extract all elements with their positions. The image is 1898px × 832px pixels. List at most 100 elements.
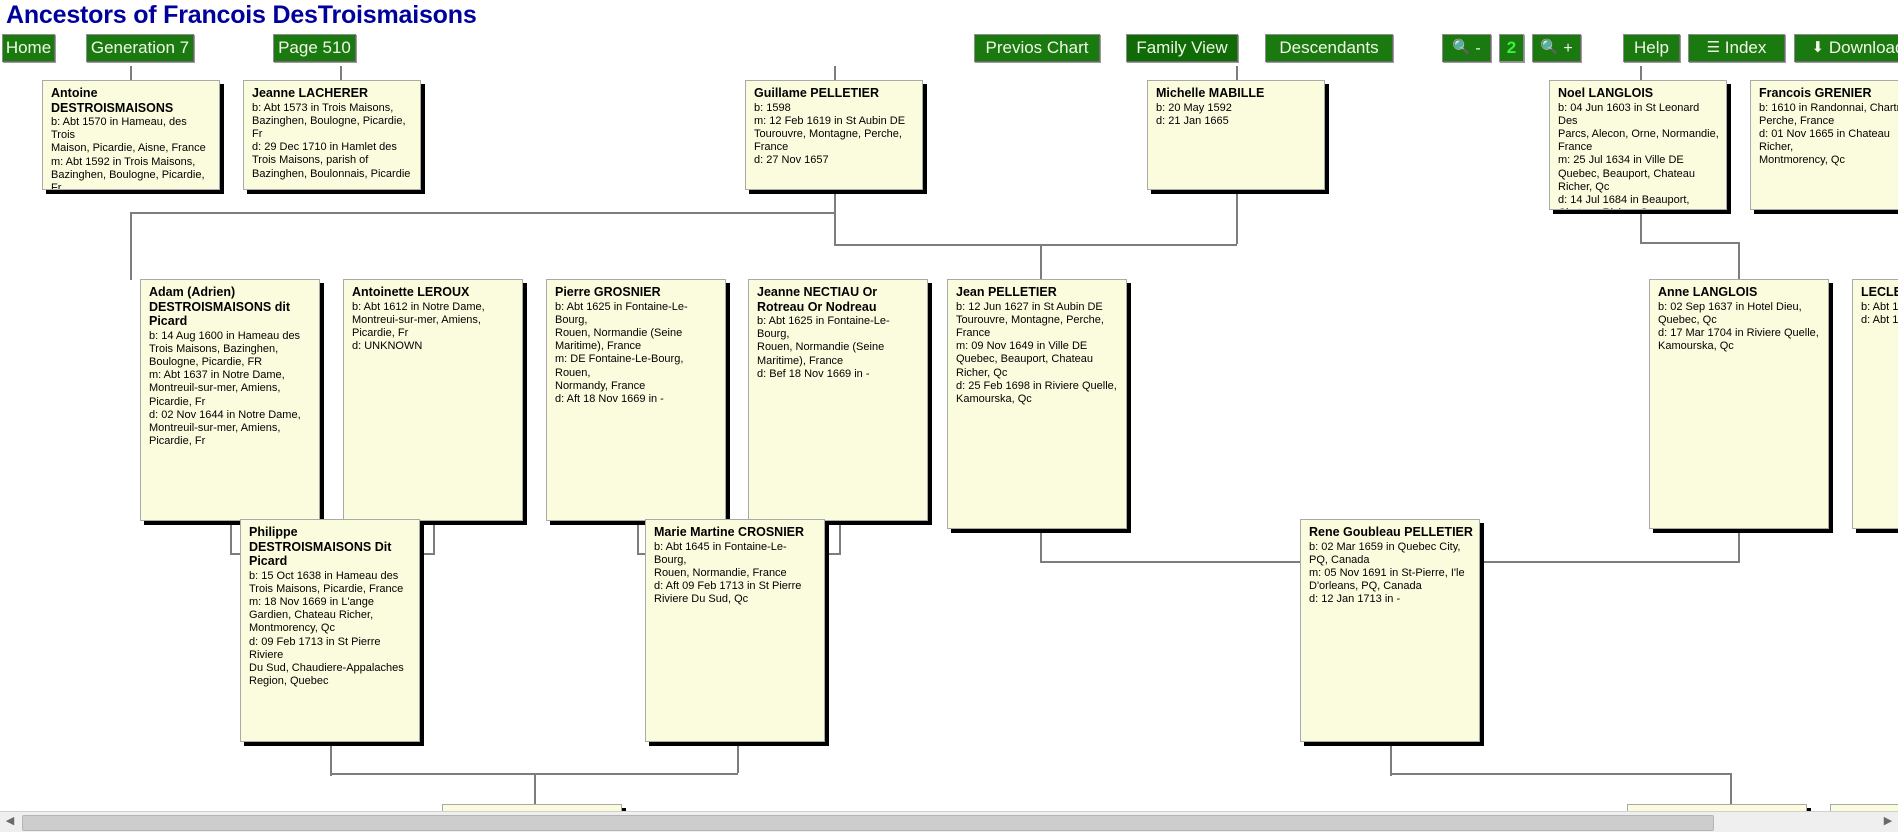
person-detail: b: Abt 1573 in Trois Maisons, <box>252 101 394 114</box>
person-detail: d: Abt 165 <box>1861 313 1898 326</box>
person-detail: Rouen, Normandie, France <box>654 566 787 579</box>
connector-line <box>1640 242 1740 244</box>
person-detail: b: Abt 1625 in Fontaine-Le-Bourg, <box>757 315 890 341</box>
connector-line <box>1236 66 1238 82</box>
person-detail: Perche, France <box>1759 114 1835 127</box>
scroll-right-arrow[interactable]: ▶ <box>1883 815 1893 827</box>
person-detail: m: 12 Feb 1619 in St Aubin DE <box>754 114 906 127</box>
person-detail: b: 02 Sep 1637 in Hotel Dieu, <box>1658 300 1802 313</box>
help-button[interactable]: Help <box>1623 34 1680 62</box>
connector-line <box>1390 742 1392 776</box>
person-detail: Bazinghen, Boulonnais, Picardie <box>252 167 411 180</box>
person-box[interactable]: Francois GRENIER b: 1610 in Randonnai, C… <box>1750 80 1898 210</box>
connector-line <box>330 742 332 776</box>
connector-line <box>130 212 835 214</box>
person-box[interactable]: Antoine DESTROISMAISONS b: Abt 1570 in H… <box>42 80 220 190</box>
page-number-button[interactable]: Page 510 <box>273 34 356 62</box>
person-detail: Rouen, Normandie (Seine <box>757 341 885 354</box>
scroll-left-arrow[interactable]: ◀ <box>5 815 15 827</box>
person-detail: m: Abt 1592 in Trois Maisons, <box>51 155 196 168</box>
person-box[interactable]: Jeanne LACHERER b: Abt 1573 in Trois Mai… <box>243 80 421 190</box>
connector-line <box>834 212 836 244</box>
person-box[interactable]: Pierre GROSNIER b: Abt 1625 in Fontaine-… <box>546 279 726 521</box>
person-name: Jeanne LACHERER <box>252 86 368 100</box>
generation-button[interactable]: Generation 7 <box>86 34 194 62</box>
person-detail: b: Abt 163 <box>1861 300 1898 313</box>
person-name: Marie Martine CROSNIER <box>654 525 805 539</box>
person-detail: Trois Maisons, parish of <box>252 154 369 167</box>
person-name: Adam (Adrien) DESTROISMAISONS dit Picard <box>149 285 290 328</box>
person-detail: d: Bef 18 Nov 1669 in - <box>757 367 870 380</box>
person-box[interactable]: Jean PELLETIER b: 12 Jun 1627 in St Aubi… <box>947 279 1127 529</box>
connector-line <box>433 521 435 553</box>
zoom-out-button[interactable]: 🔍 - <box>1442 34 1491 62</box>
person-detail: d: 25 Feb 1698 in Riviere Quelle, <box>956 379 1117 392</box>
person-detail: Chateau Richer, Qc <box>1558 207 1720 209</box>
person-detail: Du Sud, Chaudiere-Appalaches <box>249 661 404 674</box>
person-detail: France <box>1558 141 1593 154</box>
person-box[interactable]: Antoinette LEROUX b: Abt 1612 in Notre D… <box>343 279 523 521</box>
zoom-level-value: 2 <box>1499 34 1524 62</box>
person-detail: b: 20 May 1592 <box>1156 101 1232 114</box>
index-button-label: Index <box>1724 38 1767 57</box>
person-detail: b: Abt 1612 in Notre Dame, <box>352 300 485 313</box>
scrollbar-thumb[interactable] <box>22 815 1714 831</box>
person-detail: b: 15 Oct 1638 in Hameau des <box>249 569 399 582</box>
page-title: Ancestors of Francois DesTroismaisons <box>6 1 477 29</box>
person-detail: d: 01 Nov 1665 in Chateau Richer, <box>1759 127 1890 154</box>
descendants-button[interactable]: Descendants <box>1265 34 1393 62</box>
connector-line <box>1640 212 1642 244</box>
family-tree-canvas[interactable]: Antoine DESTROISMAISONS b: Abt 1570 in H… <box>0 66 1898 812</box>
person-detail: d: Aft 09 Feb 1713 in St Pierre <box>654 580 802 593</box>
person-box[interactable]: Noel LANGLOIS b: 04 Jun 1603 in St Leona… <box>1549 80 1727 210</box>
person-detail: Gardien, Chateau Richer, <box>249 609 374 622</box>
person-box[interactable]: Rene Goubleau PELLETIER b: 02 Mar 1659 i… <box>1300 519 1480 742</box>
connector-line <box>834 244 1237 246</box>
person-detail: b: 1598 <box>754 101 791 114</box>
person-box[interactable]: Jeanne NECTIAU Or Rotreau Or Nodreau b: … <box>748 279 928 521</box>
person-box[interactable]: Guillame PELLETIER b: 1598 m: 12 Feb 161… <box>745 80 923 190</box>
person-name: Jean PELLETIER <box>956 285 1057 299</box>
person-detail: Bazinghen, Boulogne, Picardie, Fr <box>51 168 205 190</box>
person-detail: d: Aft 18 Nov 1669 in - <box>555 392 664 405</box>
person-detail: m: 18 Nov 1669 in L'ange <box>249 595 375 608</box>
person-detail: Boulogne, Picardie, FR <box>149 355 263 368</box>
connector-line <box>340 66 342 80</box>
person-name: Noel LANGLOIS <box>1558 86 1654 100</box>
person-detail: Riviere Du Sud, Qc <box>654 593 749 606</box>
person-name: Guillame PELLETIER <box>754 86 880 100</box>
zoom-in-button[interactable]: 🔍 + <box>1532 34 1581 62</box>
person-detail: Kamourska, Qc <box>1658 340 1734 353</box>
person-box[interactable]: Anne LANGLOIS b: 02 Sep 1637 in Hotel Di… <box>1649 279 1829 529</box>
connector-line <box>737 742 739 773</box>
home-button[interactable]: Home <box>2 34 55 62</box>
person-box[interactable]: Marie Martine CROSNIER b: Abt 1645 in Fo… <box>645 519 825 742</box>
person-detail: Trois Maisons, Picardie, France <box>249 582 404 595</box>
person-detail: d: 02 Nov 1644 in Notre Dame, <box>149 408 301 421</box>
download-button[interactable]: ⬇ Download <box>1794 34 1898 62</box>
person-detail: Region, Quebec <box>249 675 329 688</box>
family-view-button[interactable]: Family View <box>1126 34 1238 62</box>
person-detail: d: 21 Jan 1665 <box>1156 114 1229 127</box>
previous-chart-button[interactable]: Previos Chart <box>974 34 1100 62</box>
person-detail: b: 1610 in Randonnai, Chartres, <box>1759 101 1898 114</box>
person-detail: m: Abt 1637 in Notre Dame, <box>149 369 285 382</box>
person-box[interactable]: LECLER b: Abt 163 d: Abt 165 <box>1852 279 1898 529</box>
person-name: Antoine DESTROISMAISONS <box>51 86 174 115</box>
person-box[interactable]: Adam (Adrien) DESTROISMAISONS dit Picard… <box>140 279 320 521</box>
person-detail: Rouen, Normandie (Seine <box>555 326 683 339</box>
person-detail: b: Abt 1625 in Fontaine-Le-Bourg, <box>555 300 688 326</box>
connector-line <box>1390 773 1732 775</box>
person-detail: m: 25 Jul 1634 in Ville DE <box>1558 154 1684 167</box>
person-detail: b: 14 Aug 1600 in Hameau des <box>149 329 301 342</box>
horizontal-scrollbar[interactable]: ◀ ▶ <box>0 811 1898 832</box>
person-detail: Maritime), France <box>757 354 844 367</box>
connector-line <box>637 521 639 555</box>
connector-line <box>834 66 836 82</box>
index-button[interactable]: ☰ Index <box>1688 34 1785 62</box>
connector-line <box>1640 66 1642 82</box>
person-box[interactable]: Michelle MABILLE b: 20 May 1592 d: 21 Ja… <box>1147 80 1325 190</box>
person-box[interactable]: Philippe DESTROISMAISONS Dit Picard b: 1… <box>240 519 420 742</box>
person-name: Pierre GROSNIER <box>555 285 661 299</box>
